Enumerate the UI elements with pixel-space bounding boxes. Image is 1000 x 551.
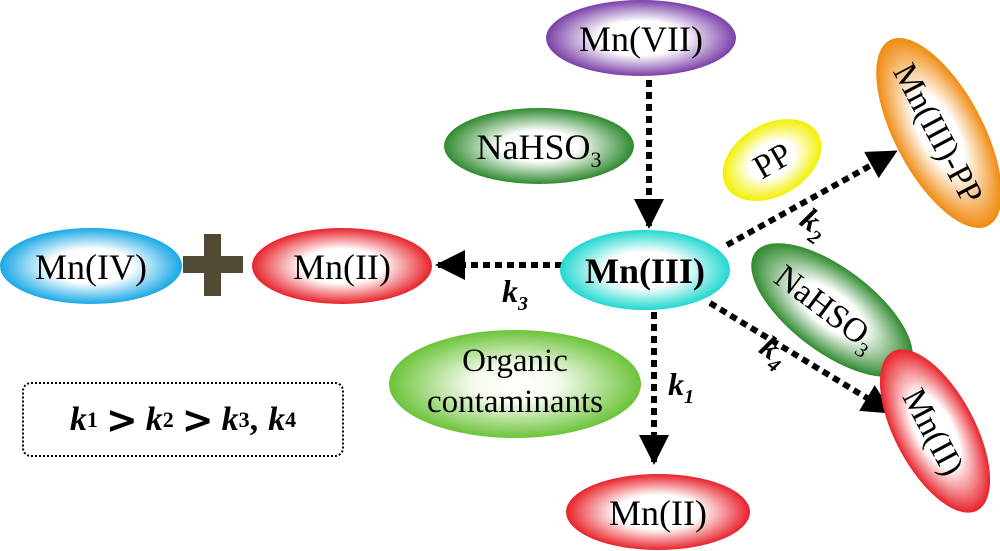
node-mn7: Mn(VII) (546, 0, 736, 76)
k4-label: k4 (750, 328, 795, 377)
svg-text:NaHSO3: NaHSO3 (477, 127, 602, 172)
node-mn3-center: Mn(III) (560, 230, 730, 310)
organic-line2: contaminants (427, 384, 603, 420)
organic-line1: Organic (462, 343, 568, 379)
node-mn7-label: Mn(VII) (579, 19, 703, 59)
node-mn3-pp: Mn(III)-PP (876, 38, 1000, 228)
arrows (435, 68, 898, 465)
node-mn3-center-label: Mn(III) (585, 251, 705, 291)
k1-label: k1 (668, 366, 694, 408)
node-mn2-bottom: Mn(II) (566, 474, 750, 550)
nahso3-top-main: NaHSO (477, 127, 591, 167)
arrow-mn3-to-mn3pp (725, 149, 898, 248)
k2-label: k2 (791, 200, 836, 249)
node-nahso3-top: NaHSO3 (444, 108, 634, 184)
node-mn4: Mn(IV) (0, 228, 182, 304)
nahso3-top-sub: 3 (591, 147, 602, 172)
plus-symbol (183, 234, 243, 296)
node-pp: PP (722, 119, 822, 201)
node-mn2-left-label: Mn(II) (293, 247, 391, 287)
k3-label: k3 (502, 273, 528, 315)
node-mn2-left: Mn(II) (252, 228, 432, 304)
node-organic-contaminants: Organic contaminants (389, 330, 641, 438)
node-mn4-label: Mn(IV) (35, 247, 147, 287)
node-mn2-bottom-label: Mn(II) (609, 493, 707, 533)
